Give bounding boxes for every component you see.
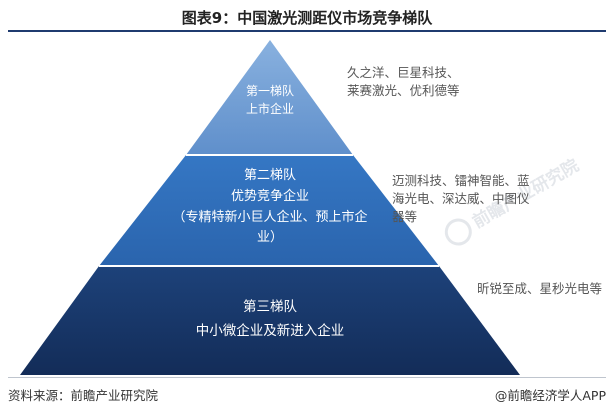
tier-2-desc2: （专精特新小巨人企业、预上市企业） — [172, 209, 368, 246]
tier-2-desc: 优势竞争企业 — [230, 188, 309, 204]
company-line: 器等 — [392, 209, 418, 225]
tier-3-shape — [20, 266, 520, 375]
chart-title: 图表9：中国激光测距仪市场竞争梯队 — [181, 9, 433, 27]
footer-divider — [8, 377, 606, 378]
tier-1-shape — [186, 40, 353, 155]
company-line: 久之洋、巨星科技、 — [347, 65, 460, 80]
tier-2-companies: 迈测科技、镭神智能、蓝 海光电、深达威、中图仪 器等 — [392, 172, 530, 226]
tier-1-name: 第一梯队 — [245, 84, 294, 98]
source-note: 资料来源：前瞻产业研究院 — [8, 388, 159, 403]
tier-2-name: 第二梯队 — [243, 168, 296, 183]
watermark-logo-icon — [444, 218, 472, 246]
company-line: 昕锐至成、星秒光电等 — [477, 281, 603, 296]
tier-2-shape — [99, 155, 439, 266]
tier-3-companies: 昕锐至成、星秒光电等 — [477, 280, 602, 298]
tier-3-name: 第三梯队 — [243, 299, 297, 315]
tier-3-desc: 中小微企业及新进入企业 — [195, 322, 345, 339]
tier-1-companies: 久之洋、巨星科技、 莱赛激光、优利德等 — [347, 64, 460, 100]
tier-2-label: 第二梯队 优势竞争企业 （专精特新小巨人企业、预上市企业） — [150, 166, 390, 249]
tier-3-label: 第三梯队 中小微企业及新进入企业 — [120, 296, 420, 343]
tier-1-label: 第一梯队 上市企业 — [205, 82, 335, 118]
company-line: 迈测科技、镭神智能、蓝 — [392, 173, 530, 188]
company-line: 莱赛激光、优利德等 — [347, 83, 460, 99]
brand-credit: @前瞻经济学人APP — [494, 388, 606, 403]
tier-1-desc: 上市企业 — [245, 102, 294, 116]
title-divider — [8, 30, 606, 32]
company-line: 海光电、深达威、中图仪 — [392, 191, 530, 207]
